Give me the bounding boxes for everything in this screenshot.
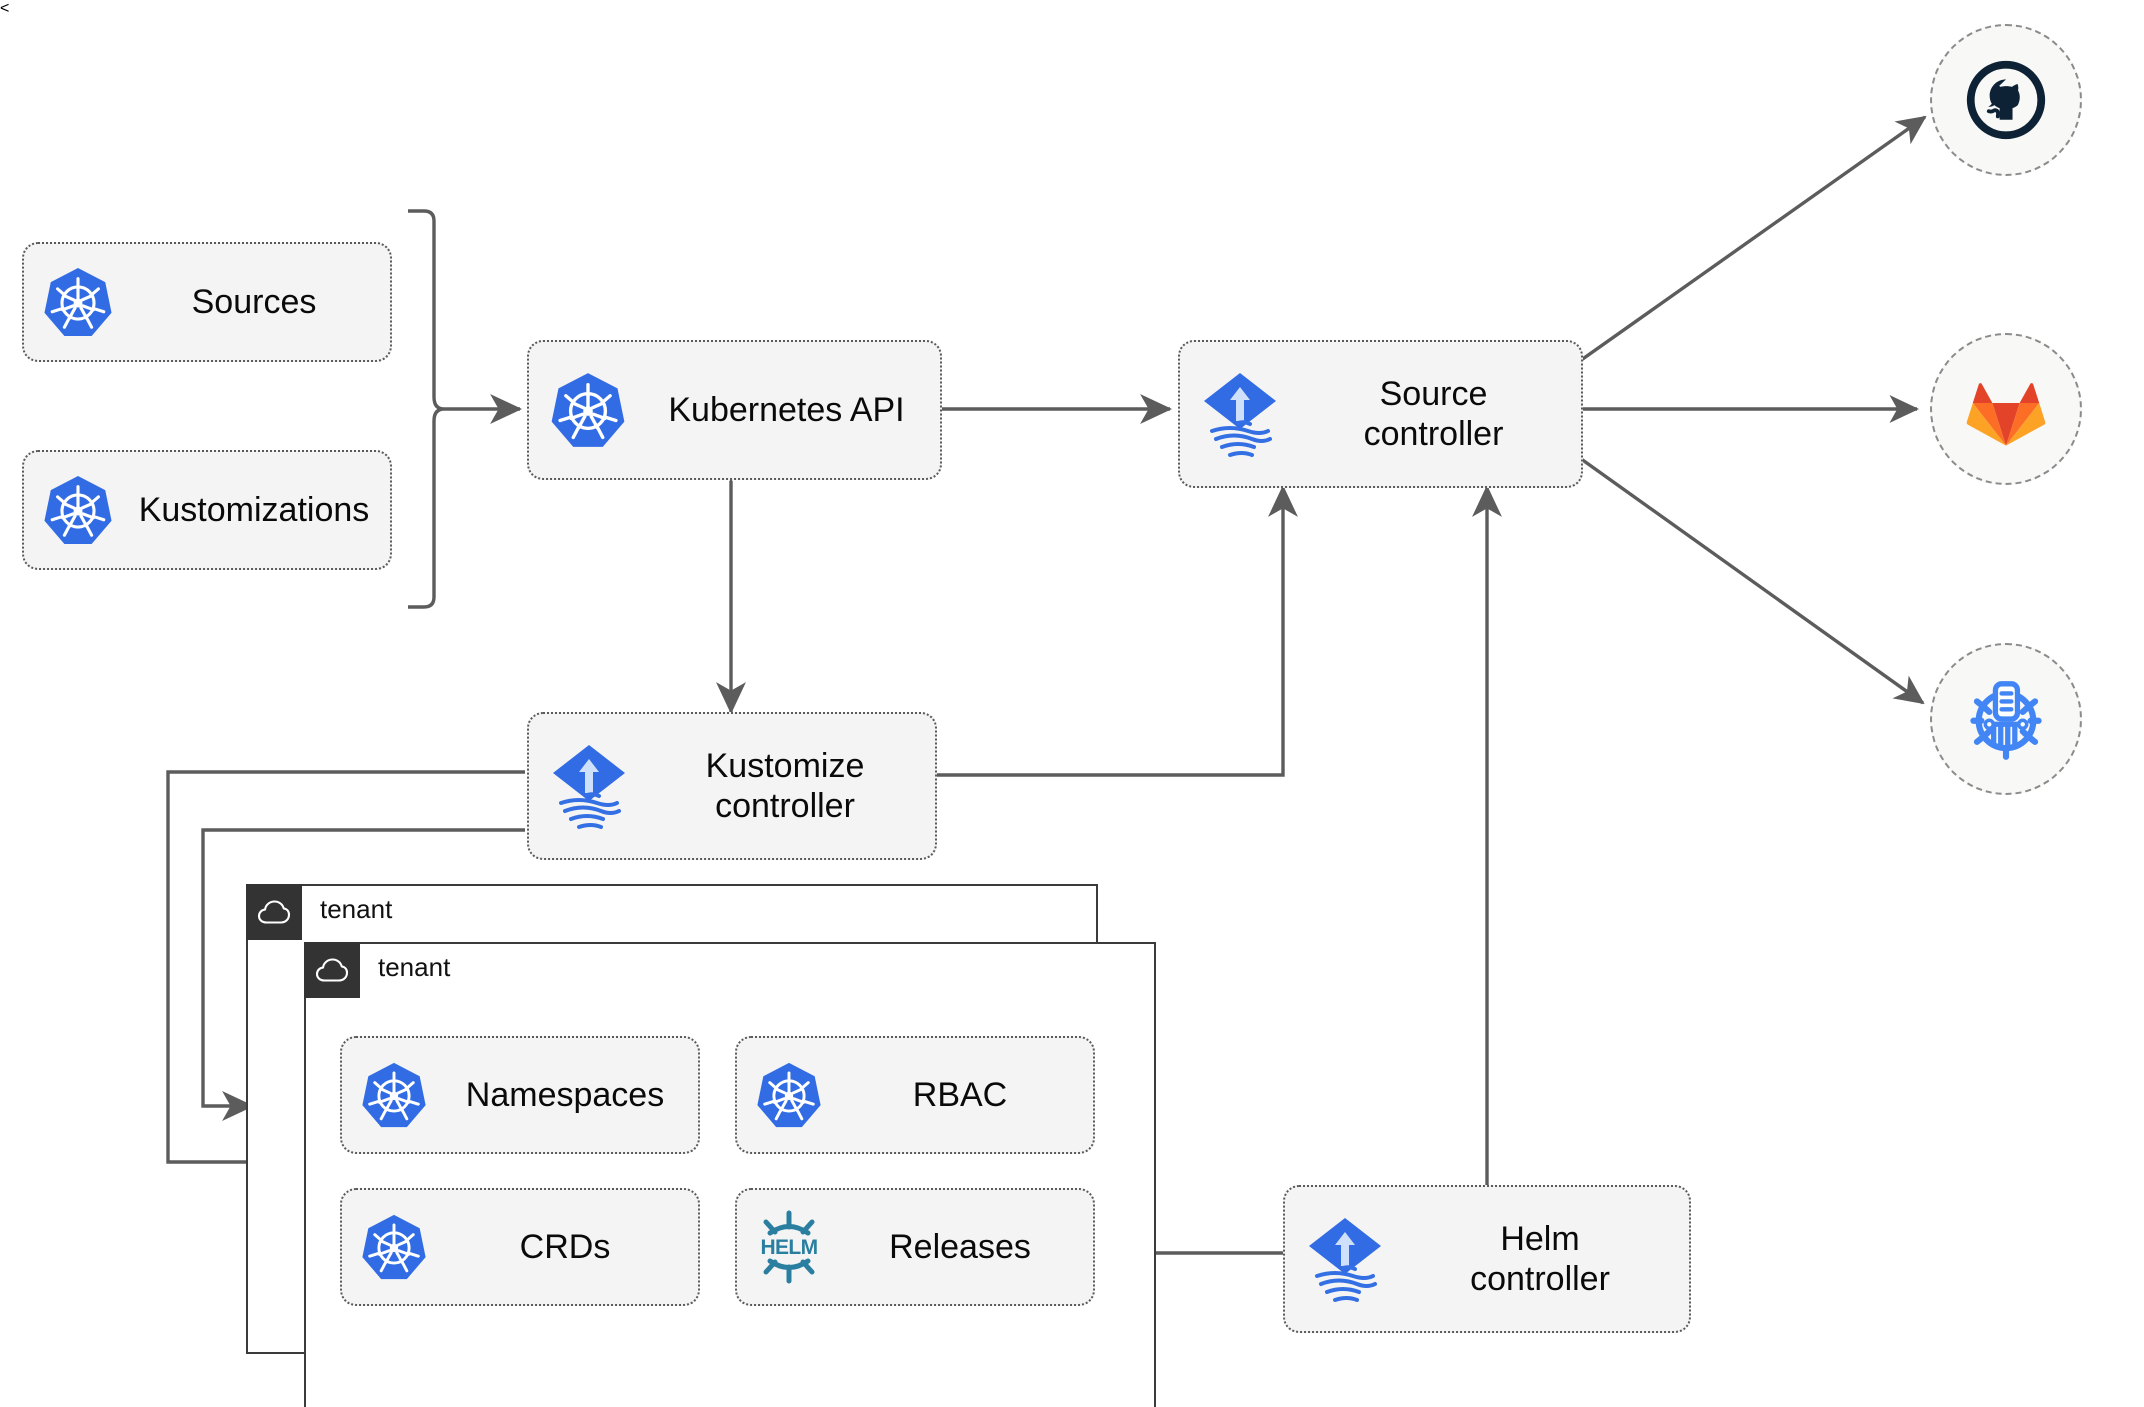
node-label: CRDs — [519, 1227, 611, 1266]
tenant-label: tenant — [378, 952, 451, 982]
endpoint-github[interactable] — [1930, 24, 2082, 176]
node-label: Kubernetes API — [668, 390, 905, 429]
node-sources[interactable]: Sources — [22, 242, 392, 362]
kubernetes-icon — [737, 1061, 841, 1129]
helm-repo-icon — [1970, 681, 2042, 760]
endpoint-gitlab[interactable] — [1930, 333, 2082, 485]
group-brace — [408, 209, 445, 609]
node-label: Releases — [889, 1227, 1031, 1266]
node-label: Helm controller — [1470, 1219, 1610, 1298]
flux-icon — [529, 741, 649, 831]
gitlab-icon — [1966, 383, 2046, 446]
node-helm-controller[interactable]: Helm controller — [1283, 1185, 1691, 1333]
node-kustomize-controller[interactable]: Kustomize controller — [527, 712, 937, 860]
wire-source-to-github — [1576, 115, 1927, 365]
node-label: Kustomize controller — [705, 746, 865, 825]
kubernetes-icon — [342, 1213, 446, 1281]
node-label: RBAC — [912, 1075, 1008, 1114]
node-namespaces[interactable]: Namespaces — [340, 1036, 700, 1154]
endpoint-helm-repository[interactable] — [1930, 643, 2082, 795]
svg-text:HELM: HELM — [760, 1236, 817, 1259]
flux-icon — [1180, 369, 1300, 459]
node-crds[interactable]: CRDs — [340, 1188, 700, 1306]
tenant-frame-front: tenant — [303, 941, 1156, 1407]
kubernetes-icon — [342, 1061, 446, 1129]
node-source-controller[interactable]: Source controller — [1178, 340, 1583, 488]
node-releases[interactable]: HELM Releases — [735, 1188, 1095, 1306]
node-label: Kustomizations — [138, 490, 370, 529]
github-icon — [1966, 60, 2046, 140]
kubernetes-icon — [24, 266, 132, 338]
tenant-label: tenant — [320, 894, 393, 924]
cloud-icon — [245, 883, 302, 940]
node-kubernetes-api[interactable]: Kubernetes API — [527, 340, 942, 480]
flux-icon — [1285, 1214, 1405, 1304]
node-label: Source controller — [1363, 374, 1504, 453]
wire-kustomize-to-source — [937, 484, 1298, 777]
wire-source-to-helm-repo — [1576, 454, 1925, 705]
node-rbac[interactable]: RBAC — [735, 1036, 1095, 1154]
node-label: Namespaces — [465, 1075, 665, 1114]
cloud-icon — [303, 941, 360, 998]
node-kustomizations[interactable]: Kustomizations — [22, 450, 392, 570]
helm-icon: HELM — [737, 1207, 841, 1287]
kubernetes-icon — [24, 474, 132, 546]
kubernetes-icon — [529, 371, 647, 449]
node-label: Sources — [191, 282, 317, 321]
